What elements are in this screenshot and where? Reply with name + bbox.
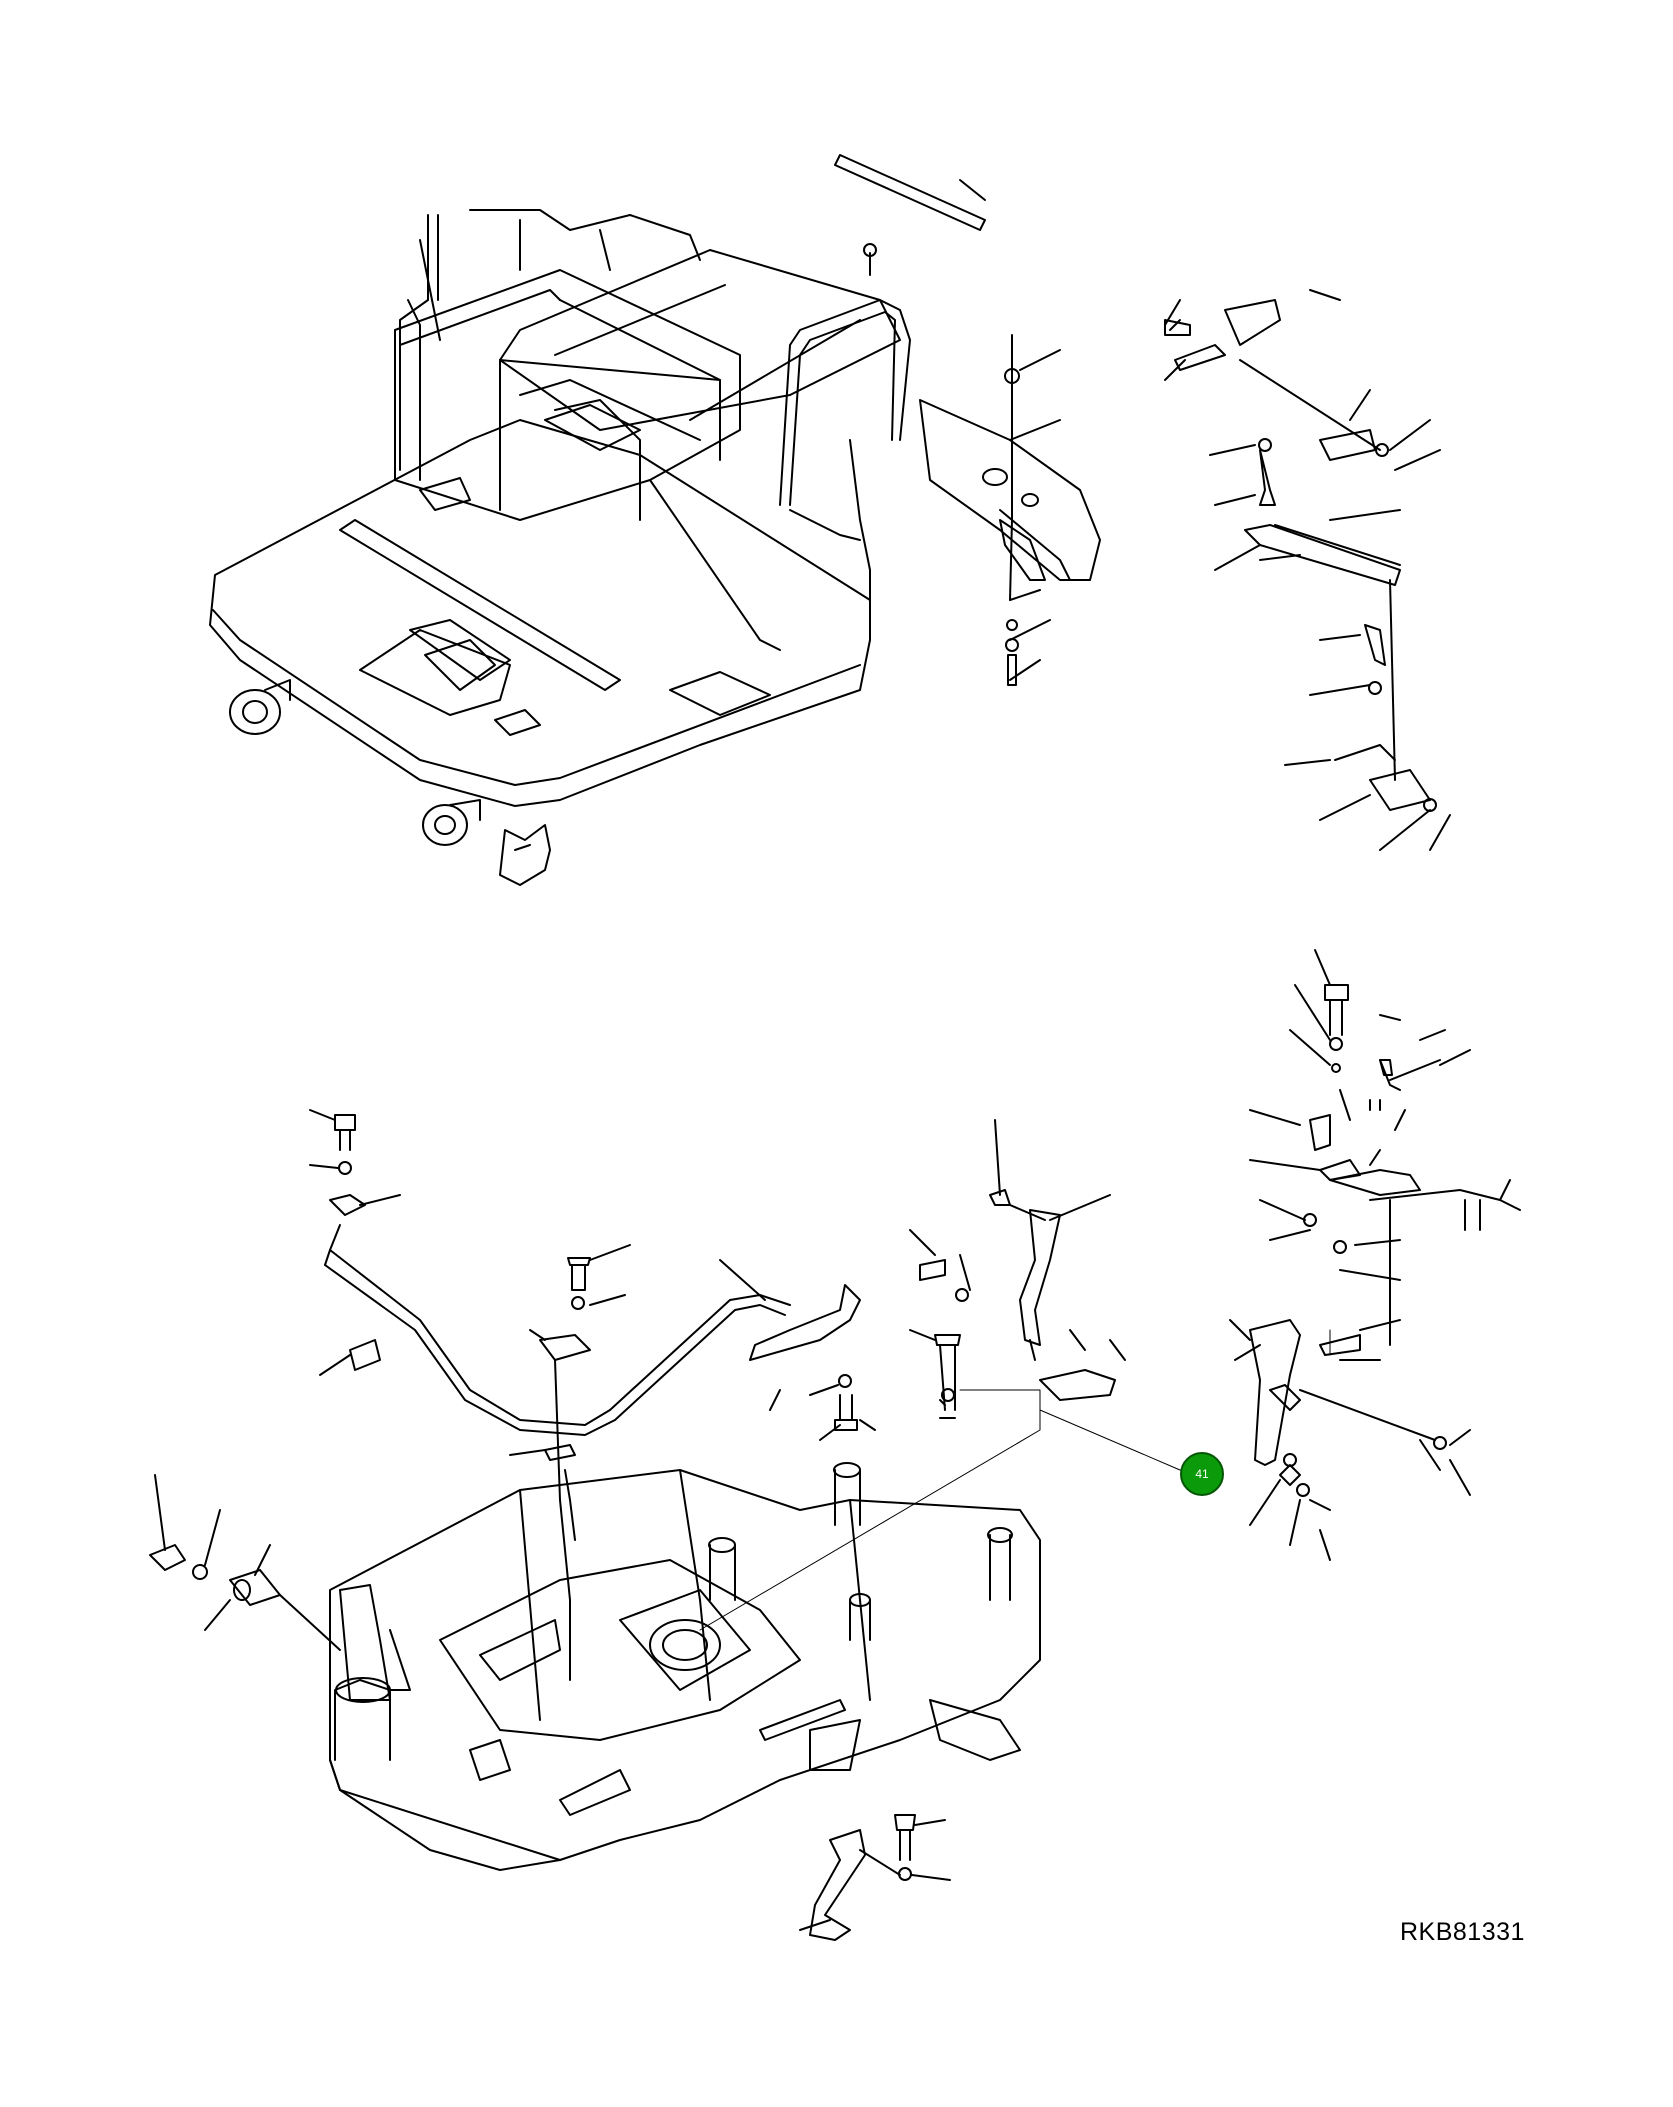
drawing-number-label: RKB81331: [1400, 1918, 1525, 1946]
right-lever-assembly: [1229, 949, 1521, 1561]
left-pin-parts: [149, 1474, 341, 1651]
bottom-bracket-parts: [799, 1814, 951, 1941]
lower-frame-assembly: [329, 1462, 1041, 1871]
right-bracket-parts: [749, 1119, 1126, 1441]
assembly-guide-lines: [699, 1329, 1331, 1631]
upper-platform-assembly: [209, 154, 1451, 886]
callout-part-41[interactable]: 41: [1180, 1452, 1224, 1496]
center-rail-parts: [309, 1109, 791, 1681]
